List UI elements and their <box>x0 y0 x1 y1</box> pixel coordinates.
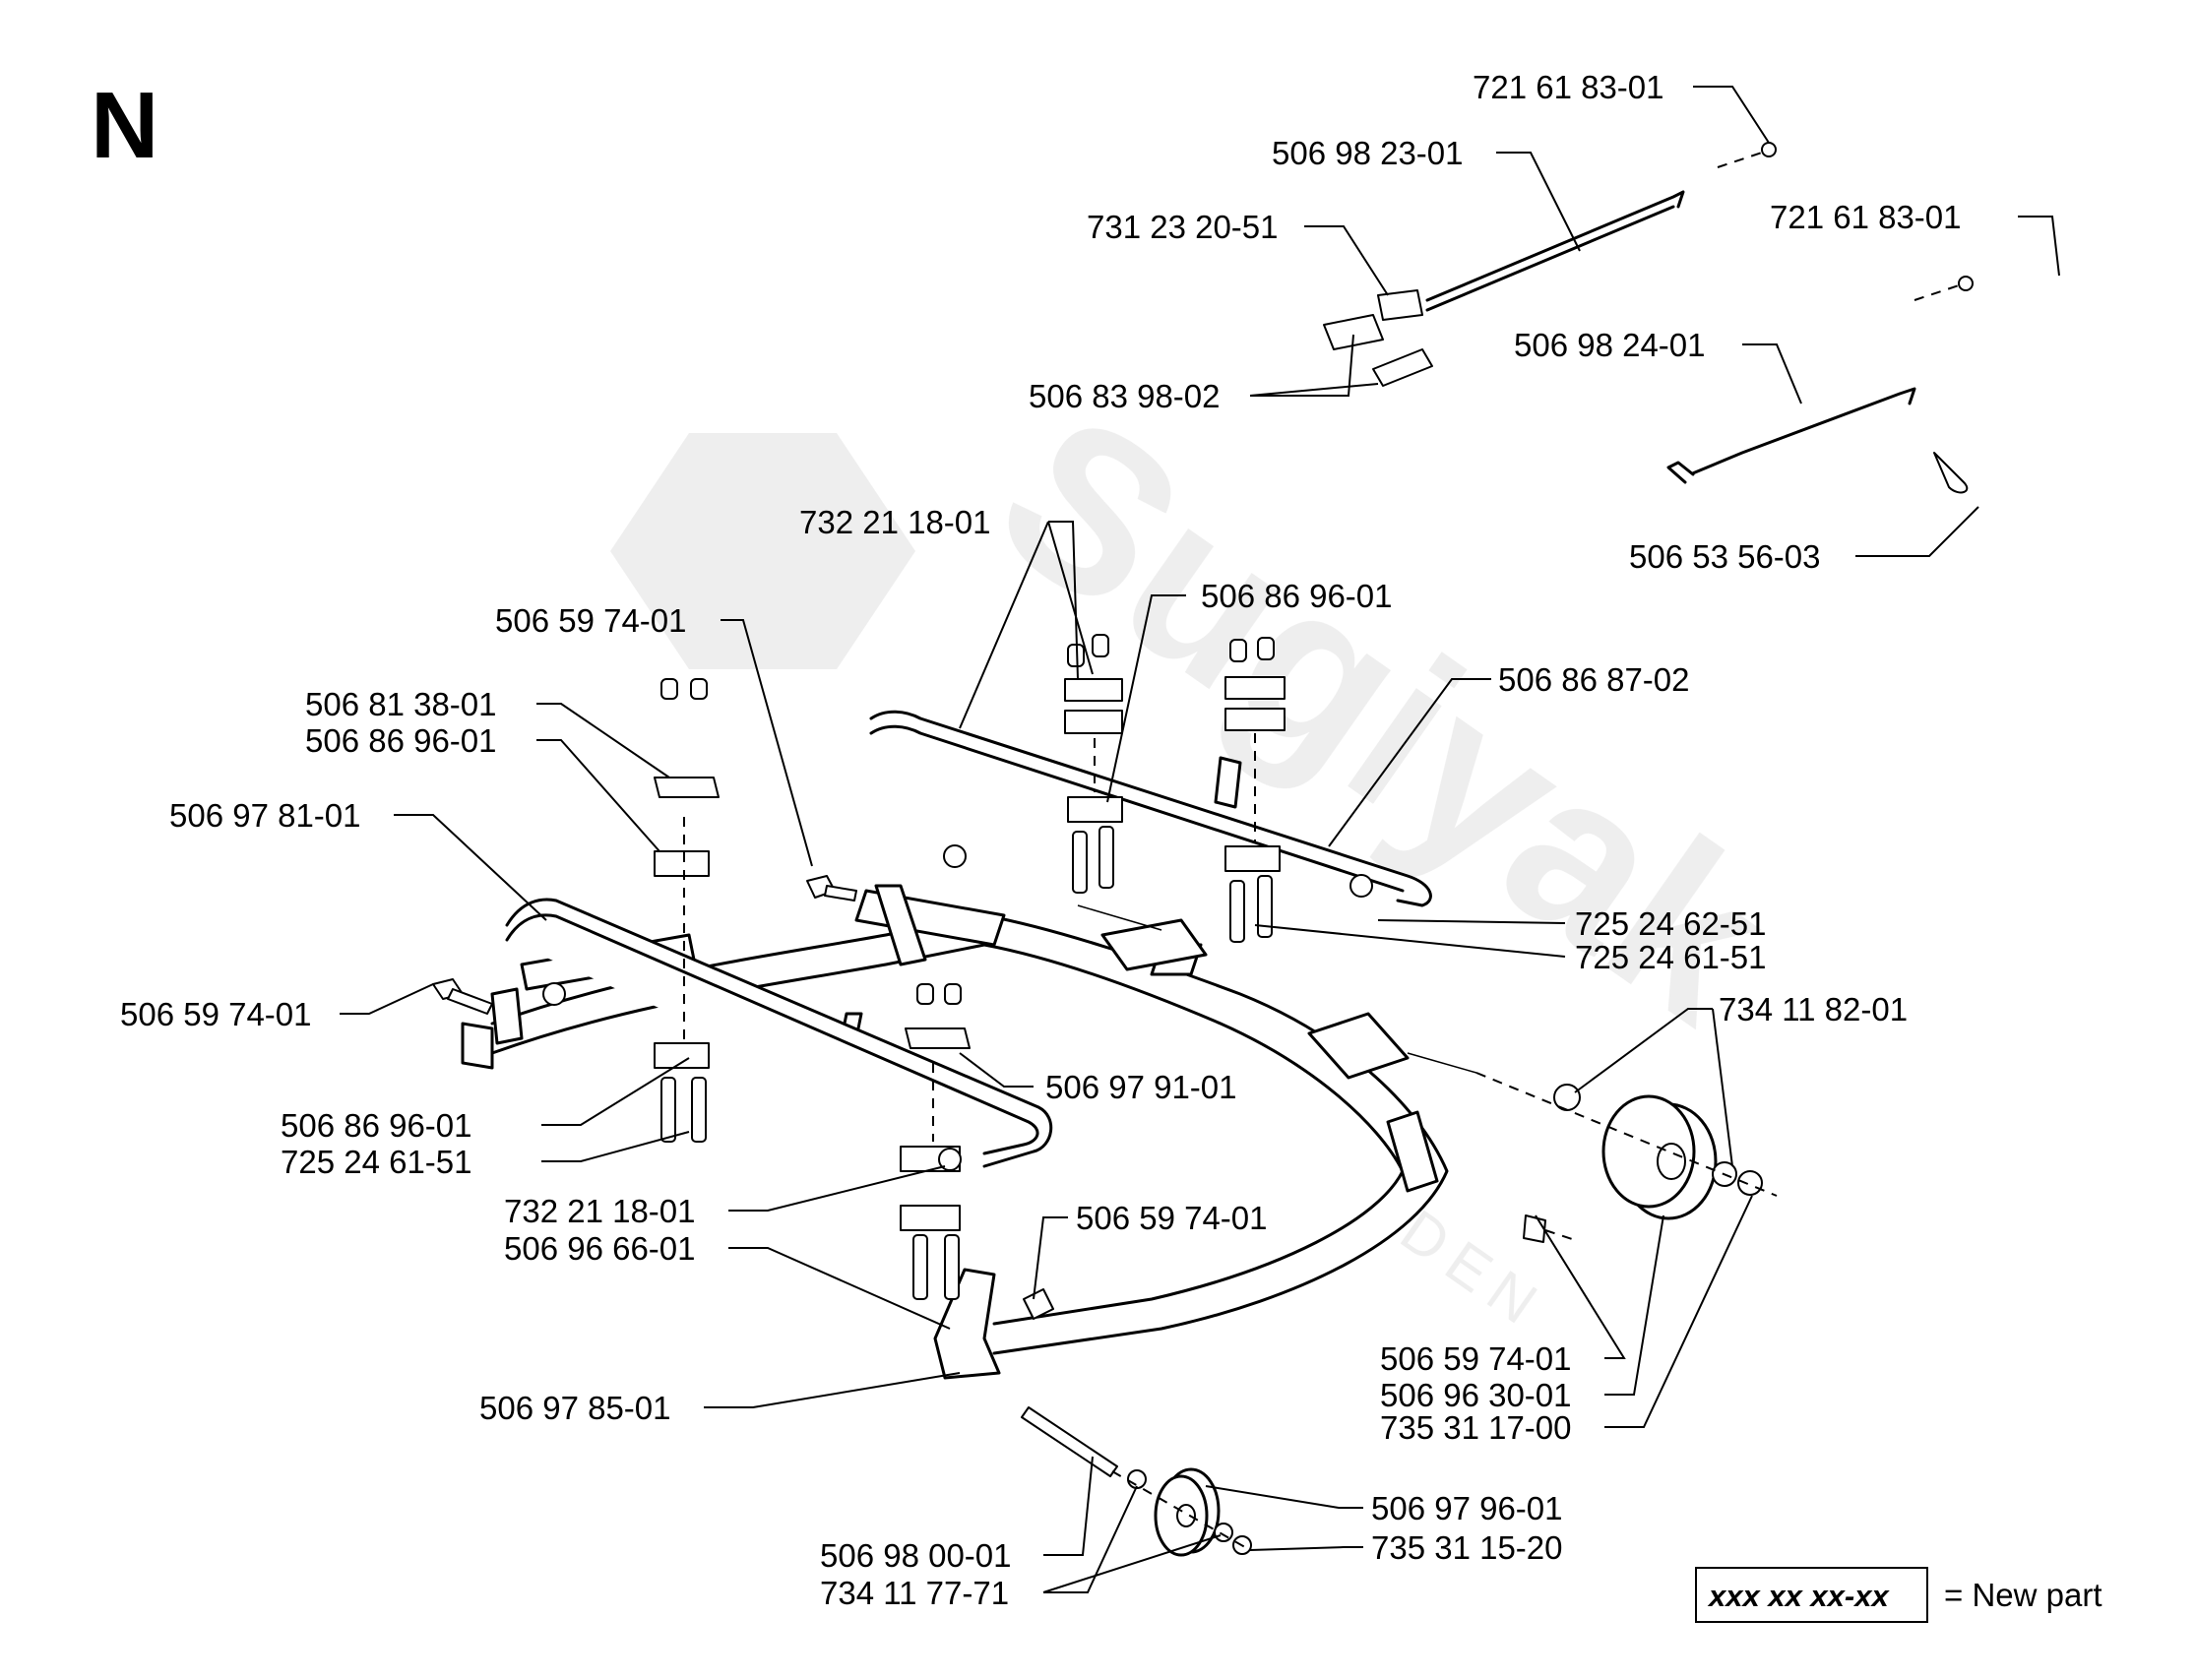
part-label: 506 98 00-01 <box>820 1537 1012 1574</box>
part-label: 734 11 82-01 <box>1719 991 1908 1027</box>
top-linkage <box>1323 142 1974 494</box>
section-letter: N <box>91 73 158 178</box>
legend-code: xxx xx xx-xx <box>1707 1579 1890 1613</box>
part-label: 506 97 81-01 <box>169 797 361 834</box>
part-label: 506 98 24-01 <box>1514 327 1706 363</box>
part-label: 506 59 74-01 <box>120 996 312 1032</box>
part-label: 506 97 91-01 <box>1045 1069 1237 1105</box>
rear-wheel-assembly <box>1475 1072 1778 1220</box>
stabilizer-rod <box>505 898 1053 1168</box>
part-label: 725 24 62-51 <box>1575 905 1767 942</box>
part-label: 506 86 96-01 <box>305 722 497 759</box>
part-label: 721 61 83-01 <box>1770 199 1962 235</box>
part-label: 725 24 61-51 <box>281 1144 472 1180</box>
hardware-rear-left <box>1064 634 1123 894</box>
part-label: 721 61 83-01 <box>1473 69 1664 105</box>
part-label: 506 86 96-01 <box>1201 578 1393 614</box>
axle-housing <box>1077 904 1477 1080</box>
legend: xxx xx xx-xx = New part <box>1695 1567 2102 1623</box>
part-label: 506 53 56-03 <box>1629 538 1821 575</box>
part-label: 725 24 61-51 <box>1575 939 1767 975</box>
part-label: 506 59 74-01 <box>495 602 687 639</box>
leader-lines <box>340 86 2060 1593</box>
part-label: 506 86 87-02 <box>1498 661 1690 698</box>
part-label: 731 23 20-51 <box>1087 209 1279 245</box>
hardware-rear-right <box>1224 637 1286 943</box>
part-label: 506 98 23-01 <box>1272 135 1464 171</box>
hardware-left <box>654 678 720 1143</box>
part-labels: 721 61 83-01 506 98 23-01 731 23 20-51 7… <box>120 69 1962 1611</box>
part-label: 506 59 74-01 <box>1076 1200 1268 1236</box>
legend-text: = New part <box>1944 1577 2102 1613</box>
part-label: 506 59 74-01 <box>1380 1340 1572 1377</box>
part-label: 734 11 77-71 <box>820 1575 1009 1611</box>
part-label: 506 96 30-01 <box>1380 1377 1572 1413</box>
part-label: 506 83 98-02 <box>1029 378 1221 414</box>
part-label: 735 31 15-20 <box>1371 1529 1563 1566</box>
part-label: 735 31 17-00 <box>1380 1409 1572 1446</box>
part-label: 506 97 96-01 <box>1371 1490 1563 1526</box>
part-label: 506 97 85-01 <box>479 1390 671 1426</box>
drawing <box>432 142 1974 1557</box>
watermark-logo-icon <box>610 433 915 669</box>
part-label: 732 21 18-01 <box>504 1193 696 1229</box>
part-label: 506 86 96-01 <box>281 1107 472 1144</box>
part-label: 506 81 38-01 <box>305 686 497 722</box>
legend-box <box>1695 1567 1928 1623</box>
part-label: 506 96 66-01 <box>504 1230 696 1267</box>
loose-fasteners <box>432 844 1576 1320</box>
part-label: 732 21 18-01 <box>799 504 991 540</box>
front-wheel-assembly <box>1021 1406 1252 1557</box>
